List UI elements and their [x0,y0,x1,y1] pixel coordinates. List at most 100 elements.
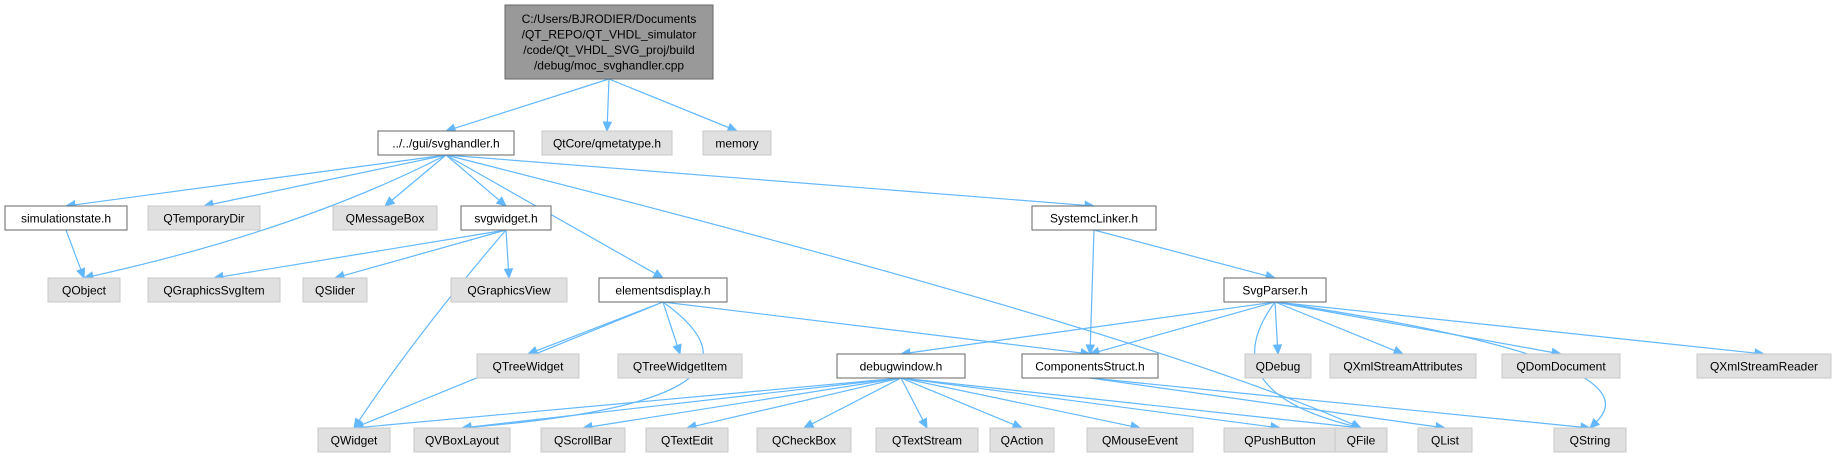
arrowhead-icon [1272,344,1283,356]
node-box [617,353,743,379]
edge-line [811,377,902,425]
node-label: QTextEdit [661,433,714,447]
node-label: QAction [1001,433,1044,447]
edge-line [1274,301,1279,346]
edge-root-to-qmetatype [602,78,613,133]
edge-line [65,229,82,270]
node-qtemporarydir: QTemporaryDir [147,205,261,231]
arrowhead-icon [503,268,514,280]
node-qmetatype: QtCore/qmetatype.h [541,130,673,156]
node-box [413,427,511,453]
edge-line [1274,301,1756,354]
node-box [1417,427,1473,453]
node-box [1021,353,1159,379]
edge-line [445,154,1354,425]
edge-svgparser-to-qdomdocument [1274,301,1563,357]
node-label: /QT_REPO/QT_VHDL_simulator [522,28,697,42]
edge-line [900,377,1272,428]
node-systemclinker[interactable]: SystemcLinker.h [1031,205,1157,231]
edge-line [1093,229,1267,277]
edge-line [92,154,447,277]
node-box [836,353,966,379]
node-box [302,277,368,303]
edge-svgwidget-to-qslider [333,229,507,281]
edge-line [695,377,902,427]
node-label: ../../gui/svghandler.h [392,136,499,150]
edge-line [591,377,902,428]
node-label: elementsdisplay.h [615,283,710,297]
node-qstring: QString [1553,427,1627,453]
node-box [1223,427,1337,453]
node-svgparser[interactable]: SvgParser.h [1223,277,1327,303]
node-layer: C:/Users/BJRODIER/Documents/QT_REPO/QT_V… [4,4,1832,453]
node-qwidget: QWidget [317,427,391,453]
arrowhead-icon [602,121,613,133]
arrowhead-icon [1392,346,1405,355]
node-box [541,130,673,156]
node-box [1244,353,1312,379]
edge-line [362,377,902,428]
node-qfile: QFile [1334,427,1388,453]
edge-elementsdisplay-to-qtreewidget [526,301,664,356]
node-qtextedit: QTextEdit [645,427,729,453]
node-label: QXmlStreamAttributes [1343,359,1462,373]
edge-systemclinker-to-svgparser [1093,229,1277,281]
arrowhead-icon [672,343,682,356]
node-label: QTextStream [892,433,962,447]
node-elementsdisplay[interactable]: elementsdisplay.h [598,277,728,303]
node-qscrollbar: QScrollBar [540,427,626,453]
node-box [450,277,568,303]
node-label: QMouseEvent [1102,433,1179,447]
edge-line [900,377,1132,427]
node-qtreewidgetitem: QTreeWidgetItem [617,353,743,379]
node-label: QCheckBox [772,433,836,447]
node-label: QList [1431,433,1460,447]
node-label: SvgParser.h [1242,283,1307,297]
node-box [702,130,772,156]
node-simulationstate[interactable]: simulationstate.h [4,205,128,231]
edge-line [909,301,1276,354]
node-svghandler[interactable]: ../../gui/svghandler.h [377,130,515,156]
node-label: QSlider [315,283,355,297]
node-memory: memory [702,130,772,156]
node-box [1553,427,1627,453]
node-label: QGraphicsView [467,283,550,297]
edge-svgparser-to-qxmlstreamreader [1274,301,1766,358]
node-label: svgwidget.h [474,211,537,225]
edge-svgwidget-to-qgraphicsview [503,229,514,280]
edge-line [606,78,610,123]
node-box [1501,353,1621,379]
node-componentsstruct[interactable]: ComponentsStruct.h [1021,353,1159,379]
node-box [1086,427,1194,453]
node-label: QTreeWidget [493,359,565,373]
edge-line [212,154,447,205]
edge-line [1089,229,1095,346]
node-label: /code/Qt_VHDL_SVG_proj/build [523,43,694,57]
node-label: QVBoxLayout [425,433,500,447]
node-box [504,4,714,80]
node-qvboxlayout: QVBoxLayout [413,427,511,453]
edge-line [900,377,1014,426]
arrowhead-icon [802,419,815,429]
node-qxmlstreamattributes: QXmlStreamAttributes [1329,353,1477,379]
node-svgwidget[interactable]: svgwidget.h [460,205,552,231]
edge-debugwindow-to-qmouseevent [900,377,1142,431]
node-box [47,277,121,303]
edge-root-to-memory [608,78,739,132]
node-label: QTreeWidgetItem [633,359,727,373]
node-root[interactable]: C:/Users/BJRODIER/Documents/QT_REPO/QT_V… [504,4,714,80]
node-label: QMessageBox [346,211,425,225]
edge-line [454,78,610,129]
edge-debugwindow-to-qscrollbar [581,377,902,432]
node-qgraphicssvgitem: QGraphicsSvgItem [147,277,281,303]
node-label: QPushButton [1244,433,1315,447]
edge-line [900,377,924,421]
arrowhead-icon [76,267,86,280]
edge-line [608,78,729,129]
node-label: memory [715,136,758,150]
node-box [989,427,1055,453]
node-debugwindow[interactable]: debugwindow.h [836,353,966,379]
node-box [645,427,729,453]
edge-debugwindow-to-qfile [900,377,1363,432]
arrowhead-icon [652,269,665,279]
